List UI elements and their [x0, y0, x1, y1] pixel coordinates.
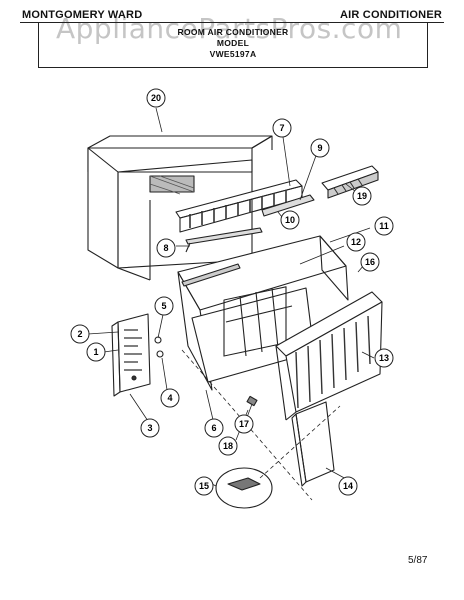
cabinet-part [87, 135, 273, 281]
vent-part-19 [321, 165, 379, 199]
clip-part-17 [246, 395, 258, 407]
header-rule [20, 22, 444, 23]
svg-text:14: 14 [343, 481, 353, 491]
revision-date: 5/87 [408, 555, 428, 566]
callout-17: 17 [234, 414, 254, 434]
knob-part-4 [156, 350, 164, 358]
title-line-1: ROOM AIR CONDITIONER [177, 27, 289, 37]
svg-text:16: 16 [365, 257, 375, 267]
callout-13: 13 [374, 348, 394, 368]
svg-text:20: 20 [151, 93, 161, 103]
callout-11: 11 [374, 216, 394, 236]
svg-text:19: 19 [357, 191, 367, 201]
side-panel-part [291, 401, 335, 487]
svg-text:7: 7 [279, 123, 284, 133]
svg-text:18: 18 [223, 441, 233, 451]
callouts: 20 7 9 19 10 11 8 12 16 5 2 1 13 4 3 6 1… [70, 88, 394, 496]
svg-text:8: 8 [163, 243, 168, 253]
svg-text:5: 5 [161, 301, 166, 311]
grille-panel-part [275, 291, 383, 421]
louver-assembly-part [175, 179, 315, 233]
title-box: ROOM AIR CONDITIONER MODEL VWE5197A [38, 22, 428, 68]
callout-14: 14 [338, 476, 358, 496]
callout-4: 4 [160, 388, 180, 408]
svg-text:1: 1 [93, 347, 98, 357]
callout-19: 19 [352, 186, 372, 206]
callout-10: 10 [280, 210, 300, 230]
title-line-2: MODEL [216, 38, 250, 48]
svg-text:10: 10 [285, 215, 295, 225]
callout-3: 3 [140, 418, 160, 438]
callout-16: 16 [360, 252, 380, 272]
control-panel-part [111, 313, 151, 397]
detail-bracket-part-15 [215, 467, 273, 509]
watermark: AppliancePartsPros.com [56, 12, 403, 45]
brand-header: MONTGOMERY WARD [22, 9, 143, 21]
svg-text:4: 4 [167, 393, 172, 403]
callout-2: 2 [70, 324, 90, 344]
callout-7: 7 [272, 118, 292, 138]
svg-text:13: 13 [379, 353, 389, 363]
callout-6: 6 [204, 418, 224, 438]
title-line-3: VWE5197A [209, 49, 257, 59]
svg-text:15: 15 [199, 481, 209, 491]
rod-part-8 [185, 227, 263, 253]
front-frame-part [177, 235, 349, 391]
category-header: AIR CONDITIONER [340, 9, 442, 21]
callout-15: 15 [194, 476, 214, 496]
callout-20: 20 [146, 88, 166, 108]
callout-12: 12 [346, 232, 366, 252]
svg-text:12: 12 [351, 237, 361, 247]
svg-text:9: 9 [317, 143, 322, 153]
svg-text:17: 17 [239, 419, 249, 429]
svg-text:6: 6 [211, 423, 216, 433]
callout-9: 9 [310, 138, 330, 158]
callout-18: 18 [218, 436, 238, 456]
svg-text:11: 11 [379, 221, 389, 231]
svg-text:3: 3 [147, 423, 152, 433]
callout-1: 1 [86, 342, 106, 362]
svg-text:2: 2 [77, 329, 82, 339]
callout-5: 5 [154, 296, 174, 316]
callout-8: 8 [156, 238, 176, 258]
